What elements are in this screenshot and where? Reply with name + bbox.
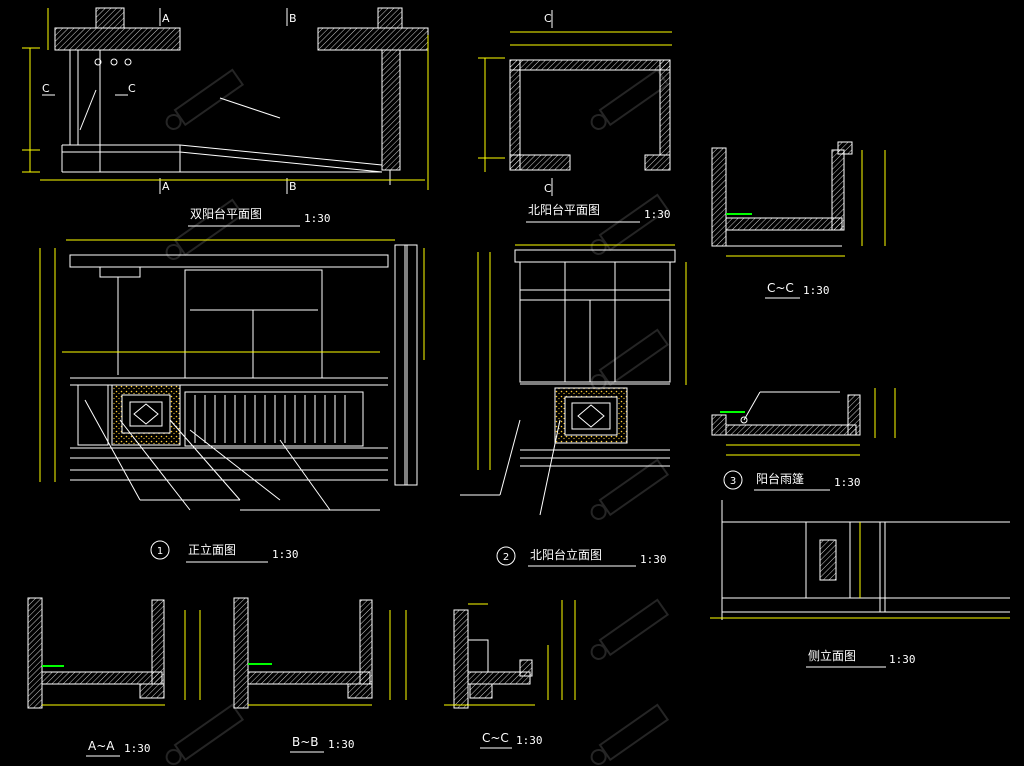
north-elev-title: 北阳台立面图 — [530, 547, 602, 562]
section-bb-title: B~B — [292, 735, 319, 749]
front-elev-title: 正立面图 — [188, 542, 236, 557]
north-elevation-drawing — [460, 244, 687, 516]
plan-b-title: 北阳台平面图 — [528, 202, 600, 217]
section-cc-bottom-title: C~C — [482, 731, 509, 745]
plan-b-cut-top: C — [544, 12, 552, 25]
cut-mark-b-bottom: B — [289, 180, 297, 193]
cut-mark-a-top: A — [162, 12, 170, 25]
cut-mark-c-left: C — [42, 82, 50, 95]
section-bb-scale: 1:30 — [328, 738, 355, 751]
cut-mark-c-right: C — [128, 82, 136, 95]
front-elev-scale: 1:30 — [272, 548, 299, 561]
canopy-drawing — [711, 388, 896, 456]
plan-a-scale: 1:30 — [304, 212, 331, 225]
canopy-scale: 1:30 — [834, 476, 861, 489]
plan-a-drawing — [22, 7, 429, 194]
section-bb-drawing — [233, 597, 407, 709]
section-aa-scale: 1:30 — [124, 742, 151, 755]
side-elev-scale: 1:30 — [889, 653, 916, 666]
front-elev-marker: 1 — [157, 546, 163, 557]
side-elev-title: 侧立面图 — [808, 648, 856, 663]
cut-mark-b-top: B — [289, 12, 297, 25]
north-elev-marker: 2 — [503, 552, 509, 563]
section-cc-top-title: C~C — [767, 281, 794, 295]
canopy-marker: 3 — [730, 476, 736, 487]
side-elevation-drawing — [710, 500, 1010, 620]
plan-b-drawing — [478, 10, 672, 196]
section-aa-title: A~A — [88, 739, 115, 753]
section-cc-top-scale: 1:30 — [803, 284, 830, 297]
north-elev-scale: 1:30 — [640, 553, 667, 566]
cut-mark-a-bottom: A — [162, 180, 170, 193]
section-cc-bottom-drawing — [444, 600, 576, 709]
canopy-title: 阳台雨篷 — [756, 471, 804, 486]
section-cc-top-drawing — [711, 141, 886, 257]
plan-a-title: 双阳台平面图 — [190, 206, 262, 221]
front-elevation-drawing — [39, 239, 425, 511]
section-cc-bottom-scale: 1:30 — [516, 734, 543, 747]
plan-b-cut-bottom: C — [544, 182, 552, 195]
logo-watermark-icon — [165, 68, 670, 765]
section-aa-drawing — [27, 597, 201, 709]
plan-b-scale: 1:30 — [644, 208, 671, 221]
